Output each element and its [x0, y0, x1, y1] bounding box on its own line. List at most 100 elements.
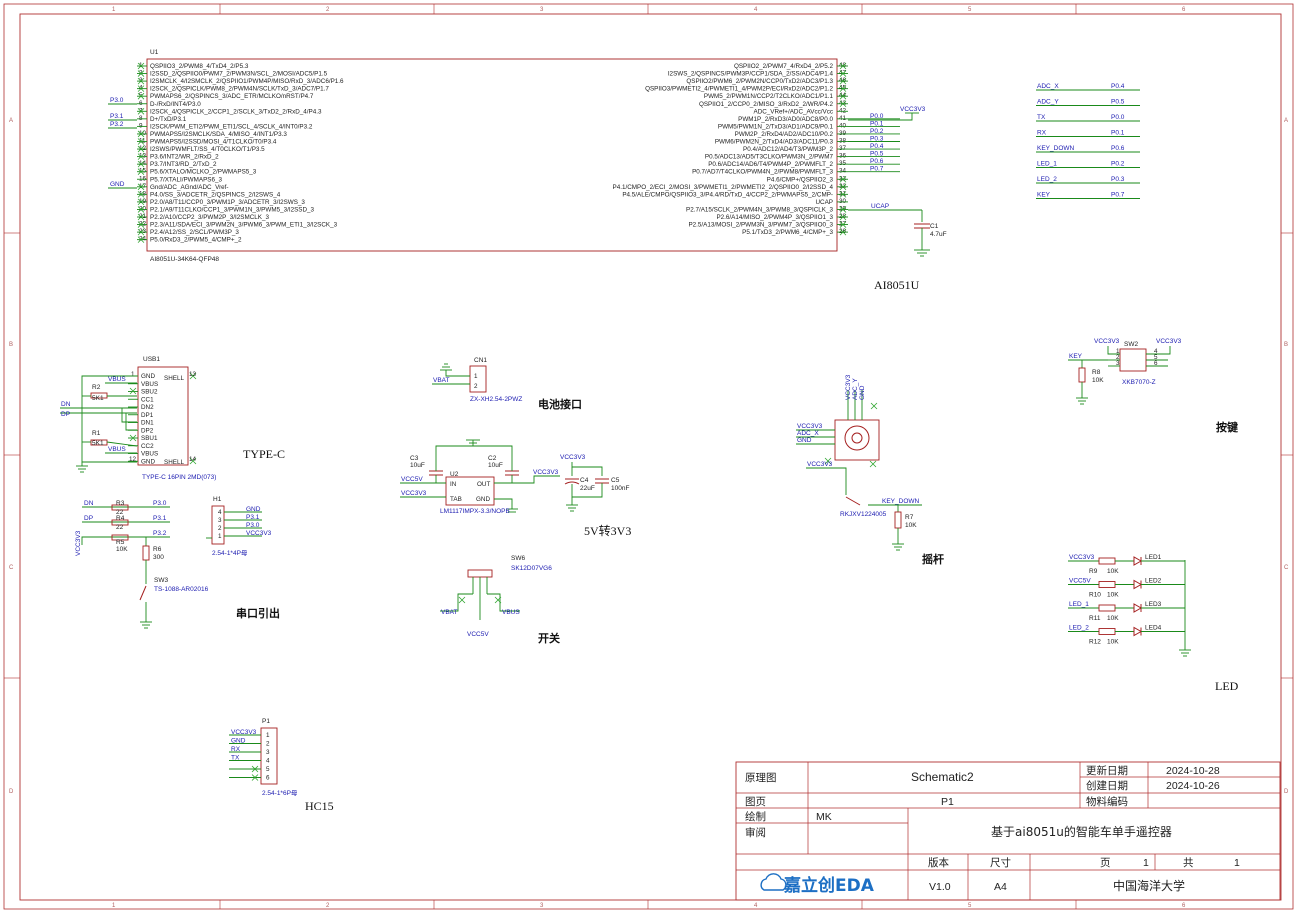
h1-pin-num-4: 1 — [218, 533, 222, 540]
ruler-left-b: B — [9, 342, 13, 348]
key-net: KEY — [1069, 353, 1083, 360]
r5-ref: R5 — [116, 539, 125, 546]
tb-page-label: 图页 — [745, 796, 766, 808]
led-r-val-4: 10K — [1107, 639, 1119, 646]
usb-title: TYPE-C — [243, 447, 285, 461]
u1-right-pin-14: P0.6/ADC14/AD6/T4/PWM4P_2/PWMFLT_2 — [708, 161, 833, 168]
tb-version: V1.0 — [929, 881, 951, 893]
netmap-net-3: P0.0 — [1111, 114, 1125, 121]
tb-review-label: 审阅 — [745, 826, 766, 839]
sw6-vbat: VBAT — [441, 609, 458, 616]
c5-ref: C5 — [611, 477, 620, 484]
eda-logo: 嘉立创EDA — [760, 873, 875, 896]
usb-pin-7: DN1 — [141, 420, 154, 427]
r7-ref: R7 — [905, 514, 914, 521]
sw2-body — [1119, 348, 1147, 372]
u1-left-pin-num-18: 18 — [139, 190, 147, 197]
regulator-5v-3v3[interactable]: C3 10uF C2 10uF U2 IN OUT TAB GND VCC5V … — [400, 439, 631, 538]
net-p31-left: P3.1 — [110, 113, 124, 120]
u1-left-pin-num-15: 15 — [139, 168, 147, 175]
battery-connector[interactable]: CN1 1 2 VBAT ZX-XH2.54-2PWZ 电池接口 — [432, 357, 582, 411]
usb-dn: DN — [61, 401, 71, 408]
led-r-val-1: 10K — [1107, 568, 1119, 575]
p1-pin-num-3: 3 — [266, 749, 270, 756]
h1-pin-num-3: 2 — [218, 525, 222, 532]
sw6-vcc5v: VCC5V — [467, 631, 489, 638]
led-ref-1: LED1 — [1145, 554, 1162, 561]
sw2-pin5: 5 — [1154, 354, 1158, 361]
power-switch[interactable]: SW6 SK12D07VG6 VBAT VBUS VCC5V 开关 — [440, 555, 560, 645]
cn1-body — [469, 365, 487, 393]
u1-left-pin-11: PWMAPS5/I2SSD/MOSI_4/T1CLKO/T0/P3.4 — [150, 139, 277, 146]
key-part: XKB7070-Z — [1122, 379, 1156, 386]
ruler-bottom-5: 5 — [968, 903, 972, 909]
led-r-val-3: 10K — [1107, 615, 1119, 622]
netmap-net-5: P0.6 — [1111, 145, 1125, 152]
u1-right-pin-num-13: 36 — [839, 153, 847, 160]
key-vcc-left: VCC3V3 — [1094, 338, 1120, 345]
usb-pin-10: CC2 — [141, 443, 154, 450]
led-resistor-2 — [1098, 581, 1116, 588]
netmap-net-6: P0.2 — [1111, 161, 1125, 168]
r2-body — [90, 392, 108, 399]
ruler-labels: 1 2 3 4 5 6 1 2 3 4 5 6 A B C D A B C D — [9, 7, 1289, 909]
u1-left-pin-num-10: 10 — [139, 130, 147, 137]
netmap-net-1: P0.4 — [1111, 83, 1125, 90]
u1-mcu[interactable]: U1 QSPIIO3_2/PWM8_4/TxD4_2/P5.31I2SSD_2/… — [137, 49, 920, 292]
ruler-bottom-3: 3 — [540, 903, 544, 909]
joystick[interactable]: VCC3V3 ADC_X GND VCC3V3 ADC_Y GND VCC3V3… — [796, 374, 944, 566]
u1-left-pin-3: I2SMCLK_4/I2SMCLK_2/QSPIIO1/PWM4P/MISO/R… — [150, 78, 344, 85]
tb-org: 中国海洋大学 — [1113, 878, 1185, 893]
u2-body — [445, 476, 495, 506]
led-diode-3 — [1133, 603, 1143, 613]
p1-net-3: RX — [231, 746, 241, 753]
tb-draw-value: MK — [816, 811, 832, 823]
tb-total: 1 — [1234, 857, 1240, 869]
ruler-left-a: A — [9, 118, 13, 124]
sw2-pin6: 6 — [1154, 360, 1158, 367]
serial-vcc: VCC3V3 — [75, 530, 82, 556]
u1-right-pin-21: P2.6/A14/MISO_2/PWM4P_3/QSPIIO1_3 — [716, 214, 833, 221]
ruler-top-2: 2 — [326, 7, 330, 13]
u2-ref: U2 — [450, 471, 459, 478]
u1-left-pin-num-14: 14 — [139, 160, 147, 167]
cn1-pin1: 1 — [474, 373, 478, 380]
usb-shell-bottom-num: 14 — [189, 456, 197, 463]
u1-right-pin-18: P4.5/ALE/CMPO/QSPIIO3_3/P4.4/RD/TxD_4/CC… — [622, 191, 833, 198]
u1-left-pin-17: Gnd/ADC_AGnd/ADC_Vref- — [150, 184, 229, 191]
u1-left-pin-num-21: 21 — [139, 213, 147, 220]
ruler-left-c: C — [9, 565, 14, 571]
joy-gnd: GND — [797, 437, 812, 444]
led-net-2: VCC5V — [1069, 578, 1091, 585]
u1-left-pin-20: P2.1/A9/T11CLKO/CCP1_3/PWM1N_3/PWM5_3/I2… — [150, 206, 315, 213]
netmap-name-1: ADC_X — [1037, 83, 1059, 90]
p1-net-4: TX — [231, 755, 240, 762]
u1-left-pin-24: P5.0/RxD3_2/PWM5_4/CMP+_2 — [150, 237, 242, 244]
usb-type-c[interactable]: USB1 GNDVBUSSBU2CC1DN2DP1DN1DP2SBU1CC2VB… — [128, 356, 285, 481]
joy-keydown: KEY_DOWN — [882, 498, 920, 505]
u1-left-pin-15: P5.6/XTALO/MCLKO_2/PWMAPS5_3 — [150, 169, 257, 176]
joy-vcc-low: VCC3V3 — [807, 461, 833, 468]
u1-left-pin-num-23: 23 — [139, 228, 147, 235]
cn1-vbat: VBAT — [433, 377, 450, 384]
reg-title: 5V转3V3 — [584, 523, 631, 538]
u1-right-pin-17: P4.1/CMPO_2/ECI_2/MOSI_3/PWMETI1_2/PWMET… — [613, 184, 834, 191]
usb1-ref: USB1 — [143, 356, 160, 363]
tb-update-value: 2024-10-28 — [1166, 765, 1220, 777]
key-sw2[interactable]: VCC3V3 VCC3V3 SW2 1 2 3 4 5 6 KEY R8 10K… — [1068, 338, 1239, 434]
r1-ref: R1 — [92, 430, 101, 437]
serial-section[interactable]: DN R3 22 P3.0 DP R4 22 P3.1 VCC3V3 R5 10… — [75, 496, 280, 629]
net-u1-p05: P0.5 — [870, 151, 884, 158]
r5-body — [111, 534, 129, 541]
h1-net-2: P3.1 — [246, 514, 260, 521]
u1-left-pin-10: PWMAPS5/I2SMCLK/SDA_4/MISO_4/INT1/P3.3 — [150, 131, 287, 138]
u2-in: IN — [450, 481, 457, 488]
led-r-ref-4: R12 — [1089, 639, 1101, 646]
usb-footprint: TYPE-C 16PIN 2MD(073) — [142, 474, 216, 481]
netmap-net-2: P0.5 — [1111, 99, 1125, 106]
sw6-body — [467, 569, 493, 578]
u1-left-pin-14: P3.7/INT3/RD_2/TxD_2 — [150, 161, 217, 168]
